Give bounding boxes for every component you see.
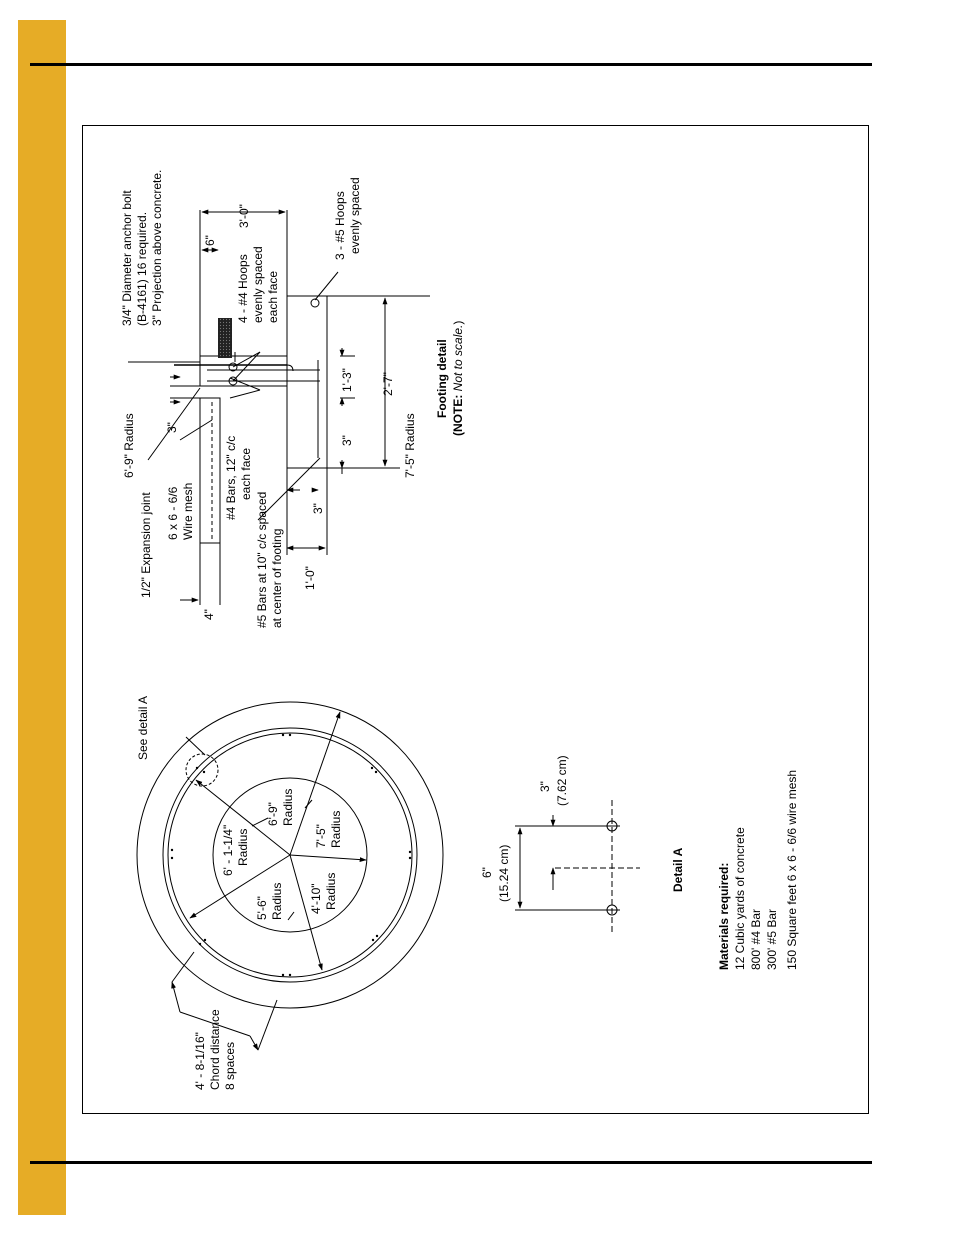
- outer-circle: [136, 701, 444, 1009]
- plan-view: [136, 701, 444, 1051]
- detail-a-callout-circle: [185, 753, 219, 787]
- grout-block: [218, 318, 232, 358]
- anchor-bolt-label-1: 3/4" Diameter anchor bolt: [120, 190, 134, 326]
- radius-5-6-label-2: Radius: [270, 883, 284, 920]
- stem-inner-circle: [167, 732, 413, 978]
- dim-6-top-label: 6": [203, 235, 217, 246]
- radius-arrow-7-5: [289, 854, 367, 863]
- drawing-frame: [82, 125, 869, 1114]
- radius-5-6-label-1: 5'-6": [255, 896, 269, 920]
- chord-label-1: 4' - 8-1/16": [193, 1032, 207, 1090]
- radius-7-5-label-1: 7'-5": [314, 824, 328, 848]
- dim-3-lower-label: 3": [311, 503, 325, 514]
- dim-2-7-label: 2'-7": [381, 372, 395, 396]
- materials-item-4: 150 Square feet 6 x 6 - 6/6 wire mesh: [785, 770, 799, 970]
- dim-3-mid-label: 3": [340, 435, 354, 446]
- top-rule: [30, 63, 872, 66]
- plan-labels: See detail A 6' - 1-1/4" Radius 6'-9" Ra…: [136, 696, 343, 1090]
- radius-arrow-6-9: [289, 711, 341, 856]
- radius-arrow-4-10: [289, 854, 323, 971]
- note-suffix: ): [451, 321, 465, 325]
- hoops-4-label-2: evenly spaced: [251, 246, 265, 323]
- detail-a: [515, 800, 640, 935]
- detail-a-dim-6-label-2: (15.24 cm): [497, 845, 511, 902]
- radius-arrow-5-6: [189, 854, 291, 919]
- see-detail-label: See detail A: [136, 696, 150, 760]
- wire-mesh-label-2: Wire mesh: [181, 483, 195, 540]
- footing-title: Footing detail: [435, 339, 449, 418]
- expansion-joint-label: 1/2" Expansion joint: [139, 492, 153, 598]
- bars-5-label-2: at center of footing: [270, 529, 284, 628]
- radius-6-9-label-1: 6'-9": [266, 802, 280, 826]
- materials-list: Materials required: 12 Cubic yards of co…: [717, 770, 799, 970]
- radius-6-1-label-1: 6' - 1-1/4": [221, 825, 235, 876]
- hoops-5-label-1: 3 - #5 Hoops: [333, 191, 347, 260]
- footing-outline: [286, 295, 328, 469]
- note-prefix: (NOTE:: [451, 391, 465, 436]
- stem-wall: [199, 355, 288, 387]
- chord-label-3: 8 spaces: [223, 1042, 237, 1090]
- footing-note: (NOTE: Not to scale.): [451, 321, 465, 436]
- materials-item-3: 300' #5 Bar: [765, 909, 779, 970]
- hoops-5-label-2: evenly spaced: [348, 177, 362, 254]
- wire-mesh-label-1: 6 x 6 - 6/6: [166, 486, 180, 540]
- materials-heading: Materials required:: [717, 863, 731, 970]
- detail-a-labels: 3" (7.62 cm) 6" (15.24 cm) Detail A: [480, 755, 685, 902]
- inner-circle: [212, 777, 368, 933]
- anchor-bolt-label-2: (B-4161) 16 required.: [135, 212, 149, 326]
- footing-detail: [128, 209, 430, 605]
- bolt-dots: [170, 733, 412, 977]
- yellow-side-tab: [18, 20, 66, 1215]
- hoops-4-label-1: 4 - #4 Hoops: [236, 254, 250, 323]
- hoop-4-a: [228, 362, 238, 372]
- radius-6-9-label-2: Radius: [281, 789, 295, 826]
- materials-item-1: 12 Cubic yards of concrete: [733, 827, 747, 970]
- dim-1-0-label: 1'-0": [303, 566, 317, 590]
- radius-7-5-label-2: Radius: [329, 811, 343, 848]
- dim-3-0-label: 3'-0": [237, 204, 251, 228]
- detail-a-dim-6-label-1: 6": [480, 867, 494, 878]
- dim-3-left-label: 3": [165, 422, 179, 433]
- footing-labels: 3/4" Diameter anchor bolt (B-4161) 16 re…: [120, 170, 465, 628]
- radius-7-5-label: 7'-5" Radius: [403, 413, 417, 478]
- bars-4-label-1: #4 Bars, 12" c/c: [224, 436, 238, 520]
- bottom-rule: [30, 1161, 872, 1164]
- materials-item-2: 800' #4 Bar: [749, 909, 763, 970]
- radius-4-10-label-1: 4'-10": [309, 883, 323, 914]
- anchor-bolt-label-3: 3" Projection above concrete.: [150, 170, 164, 326]
- dim-4-label: 4": [202, 609, 216, 620]
- radius-arrow-6-1: [195, 779, 291, 856]
- stem-outer-circle: [162, 727, 418, 983]
- dim-1-3-label: 1'-3": [340, 368, 354, 392]
- bars-4-label-2: each face: [239, 448, 253, 500]
- radius-4-10-label-2: Radius: [324, 873, 338, 910]
- chord-label-2: Chord distance: [208, 1009, 222, 1090]
- radius-6-1-label-2: Radius: [236, 829, 250, 866]
- hoop-5: [310, 298, 320, 308]
- detail-a-title: Detail A: [671, 847, 685, 892]
- bars-5-label-1: #5 Bars at 10" c/c spaced: [255, 492, 269, 628]
- hoops-4-label-3: each face: [266, 271, 280, 323]
- note-text: Not to scale.: [451, 325, 465, 392]
- slab: [199, 397, 221, 544]
- radius-6-9-label: 6'-9" Radius: [122, 413, 136, 478]
- detail-a-dim-3-label-2: (7.62 cm): [555, 755, 569, 806]
- detail-a-dim-3-label-1: 3": [538, 781, 552, 792]
